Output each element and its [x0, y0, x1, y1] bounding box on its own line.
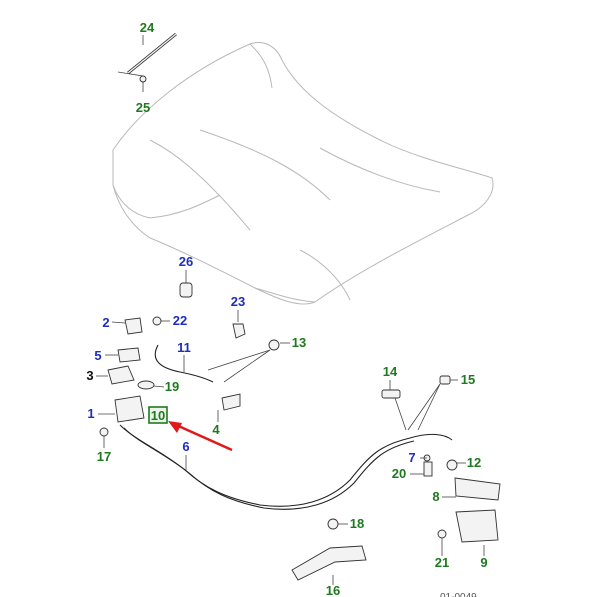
label-15: 15 — [461, 372, 475, 387]
red-arrow — [168, 421, 233, 452]
label-19: 19 — [165, 379, 179, 394]
latch-parts-left — [96, 316, 170, 448]
callout-box: 10 — [148, 406, 168, 424]
gas-strut — [117, 32, 177, 92]
label-1: 1 — [87, 406, 94, 421]
cable-connector-parts — [381, 375, 458, 431]
support-rod — [154, 344, 214, 383]
label-21: 21 — [435, 555, 449, 570]
clip-23-part — [232, 310, 246, 339]
label-3: 3 — [86, 368, 93, 383]
clip-13-part — [207, 339, 290, 383]
callout-box-label: 10 — [151, 408, 165, 423]
label-17: 17 — [97, 449, 111, 464]
label-18: 18 — [350, 516, 364, 531]
bump-stop-part — [179, 270, 193, 298]
bracket-4-part — [217, 393, 241, 422]
label-9: 9 — [480, 555, 487, 570]
label-20: 20 — [392, 466, 406, 481]
label-11: 11 — [177, 340, 191, 355]
label-22: 22 — [173, 313, 187, 328]
label-2: 2 — [102, 315, 109, 330]
label-23: 23 — [231, 294, 245, 309]
label-4: 4 — [212, 422, 220, 437]
label-13: 13 — [292, 335, 306, 350]
label-24: 24 — [140, 20, 155, 35]
label-26: 26 — [179, 254, 193, 269]
label-14: 14 — [383, 364, 398, 379]
label-16: 16 — [326, 583, 340, 597]
label-12: 12 — [467, 455, 481, 470]
release-handle — [291, 518, 367, 585]
part-labels: 24 25 26 23 2 22 11 13 5 3 19 14 15 1 4 … — [86, 20, 487, 597]
footer-code: 01-0049 — [440, 592, 477, 597]
latch-parts-right — [410, 454, 501, 556]
label-7: 7 — [408, 450, 415, 465]
label-8: 8 — [432, 489, 439, 504]
hood-outline — [112, 42, 494, 305]
release-cable — [119, 424, 453, 510]
label-25: 25 — [136, 100, 150, 115]
label-5: 5 — [94, 348, 101, 363]
label-6: 6 — [182, 439, 189, 454]
